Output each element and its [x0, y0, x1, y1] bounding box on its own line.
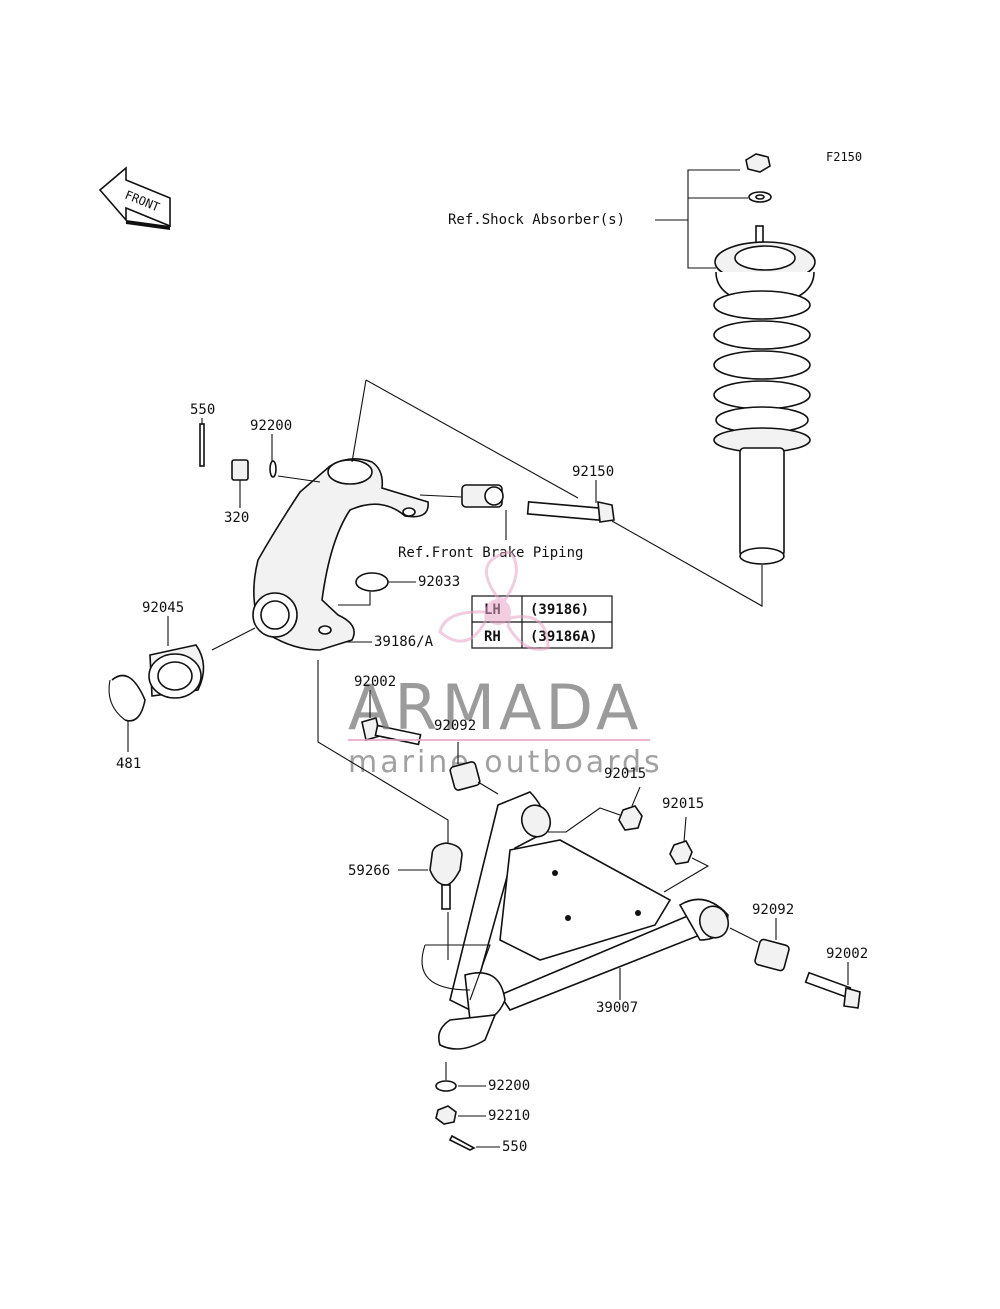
label-92092-right: 92092 [752, 902, 794, 918]
label-59266: 59266 [348, 863, 390, 879]
label-92015-a: 92015 [604, 766, 646, 782]
watermark-title: ARMADA [348, 671, 642, 744]
lower-a-arm [421, 791, 730, 1050]
bushing-92092-top [449, 761, 481, 791]
bolt-92150 [526, 500, 615, 523]
label-92015-b: 92015 [662, 796, 704, 812]
label-92002-top: 92002 [354, 674, 396, 690]
table-row-rh-side: RH [484, 629, 501, 645]
bearing-92045 [148, 644, 205, 699]
shock-ref-bracket [655, 169, 748, 269]
front-direction-arrow: FRONT [98, 166, 171, 230]
label-320: 320 [224, 510, 249, 526]
figure-code: F2150 [826, 150, 862, 164]
table-row-lh-part: (39186) [530, 602, 589, 618]
label-92200-bottom: 92200 [488, 1078, 530, 1094]
circlip-481 [111, 674, 146, 722]
label-92150: 92150 [572, 464, 614, 480]
label-481: 481 [116, 756, 141, 772]
shock-top-nut [745, 153, 771, 173]
shock-absorber-assembly [713, 153, 816, 565]
label-550-top: 550 [190, 402, 215, 418]
nut-92015-a [618, 805, 643, 831]
ref-brake-piping-label: Ref.Front Brake Piping [398, 545, 583, 561]
washer-92200-bottom [435, 1080, 457, 1092]
castle-nut-92210 [435, 1105, 457, 1125]
steering-knuckle [252, 458, 429, 651]
label-92210: 92210 [488, 1108, 530, 1124]
table-row-rh-part: (39186A) [530, 629, 597, 645]
brake-piping-block [419, 484, 504, 508]
cotter-pin-550-top [199, 423, 205, 467]
washer-92200-top [269, 460, 277, 478]
watermark: ARMADA marine outboards [348, 671, 663, 780]
label-92045: 92045 [142, 600, 184, 616]
watermark-subtitle: marine outboards [348, 745, 663, 780]
label-39186: 39186/A [374, 634, 434, 650]
shock-body [739, 447, 785, 557]
circlip-92033 [355, 572, 389, 592]
label-92002-right: 92002 [826, 946, 868, 962]
ref-shock-absorber-label: Ref.Shock Absorber(s) [448, 212, 625, 228]
armada-logo-mark [438, 550, 550, 651]
label-550-bottom: 550 [502, 1139, 527, 1155]
label-39007: 39007 [596, 1000, 638, 1016]
bushing-92092-right [754, 938, 790, 972]
label-92092-top: 92092 [434, 718, 476, 734]
label-92033: 92033 [418, 574, 460, 590]
ball-joint-59266 [429, 842, 463, 910]
nut-92015-b [669, 840, 693, 865]
label-92200-top: 92200 [250, 418, 292, 434]
cotter-pin-550-bottom [448, 1134, 476, 1151]
coil-spring [713, 290, 811, 434]
bolt-92002-right [804, 971, 861, 1009]
castle-nut-320 [231, 459, 249, 481]
